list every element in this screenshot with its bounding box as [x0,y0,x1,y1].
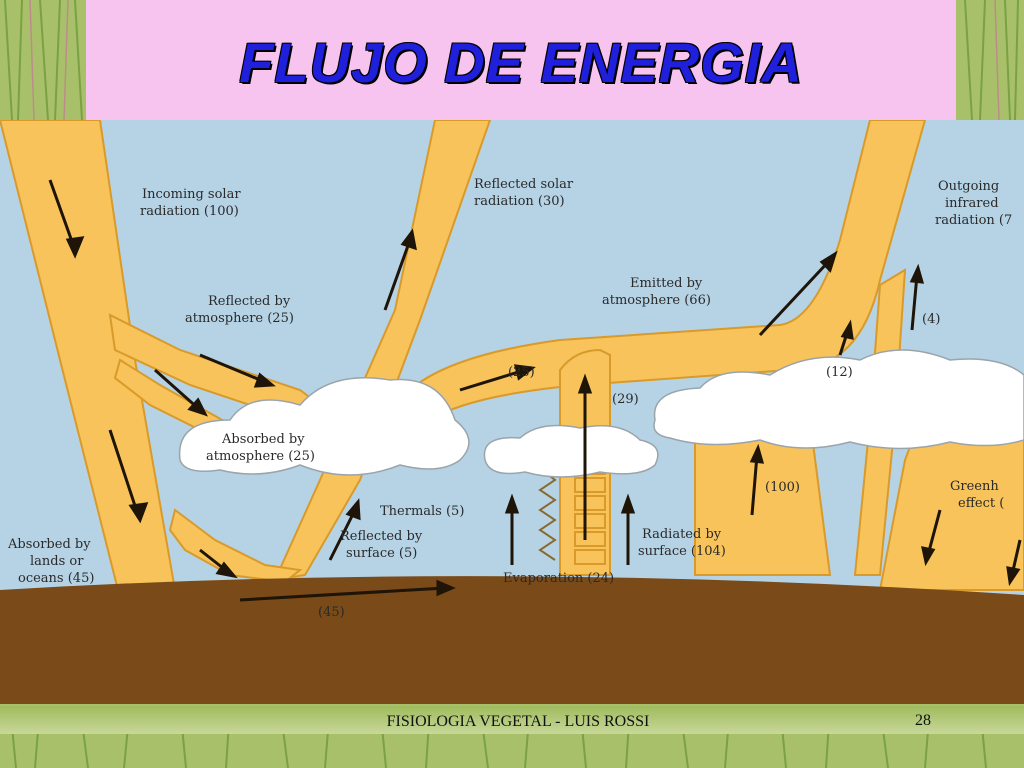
label-outgoing-3: radiation (7 [935,213,1012,228]
label-reflected-atm-2: atmosphere (25) [185,311,294,326]
cloud-right [653,349,1024,450]
title-banner: FLUJO DE ENERGIA [86,0,956,120]
label-greenhouse-2: effect ( [958,496,1004,511]
label-incoming-1: Incoming solar [142,187,241,202]
cloud-center [483,424,659,478]
label-absorbed-atm-1: Absorbed by [221,432,305,447]
emitted-atmosphere-band [408,120,927,422]
thermals-coil [538,469,557,561]
label-thermals: Thermals (5) [380,504,464,519]
label-greenhouse-1: Greenh [950,479,999,494]
ground [0,576,1024,704]
label-reflected-solar-2: radiation (30) [474,194,565,209]
label-n25: (25) [508,365,535,380]
label-radiated-surface-1: Radiated by [642,527,722,542]
label-reflected-surface-1: Reflected by [340,529,423,544]
label-reflected-solar-1: Reflected solar [474,177,574,192]
label-reflected-surface-2: surface (5) [346,546,417,561]
label-n29: (29) [612,392,639,407]
label-evaporation: Evaporation (24) [503,571,614,586]
footer-text: FISIOLOGIA VEGETAL - LUIS ROSSI [386,713,650,730]
label-absorbed-atm-2: atmosphere (25) [206,449,315,464]
page-title: FLUJO DE ENERGIA [239,31,803,94]
label-radiated-surface-2: surface (104) [638,544,726,559]
label-absorbed-land-3: oceans (45) [18,571,94,586]
label-n4: (4) [922,312,940,327]
label-absorbed-land-2: lands or [30,554,84,569]
label-n100: (100) [765,480,800,495]
label-incoming-2: radiation (100) [140,204,239,219]
label-outgoing-1: Outgoing [938,179,999,194]
label-n45: (45) [318,605,345,620]
label-emitted-2: atmosphere (66) [602,293,711,308]
page-number: 28 [915,712,931,729]
label-outgoing-2: infrared [945,196,999,211]
label-emitted-1: Emitted by [630,276,703,291]
label-absorbed-land-1: Absorbed by [7,537,91,552]
label-reflected-atm-1: Reflected by [208,294,291,309]
energy-flow-diagram: Incoming solar radiation (100) Reflected… [0,120,1024,704]
footer-band [0,706,1024,734]
label-n12: (12) [826,365,853,380]
cloud-left [178,377,470,476]
